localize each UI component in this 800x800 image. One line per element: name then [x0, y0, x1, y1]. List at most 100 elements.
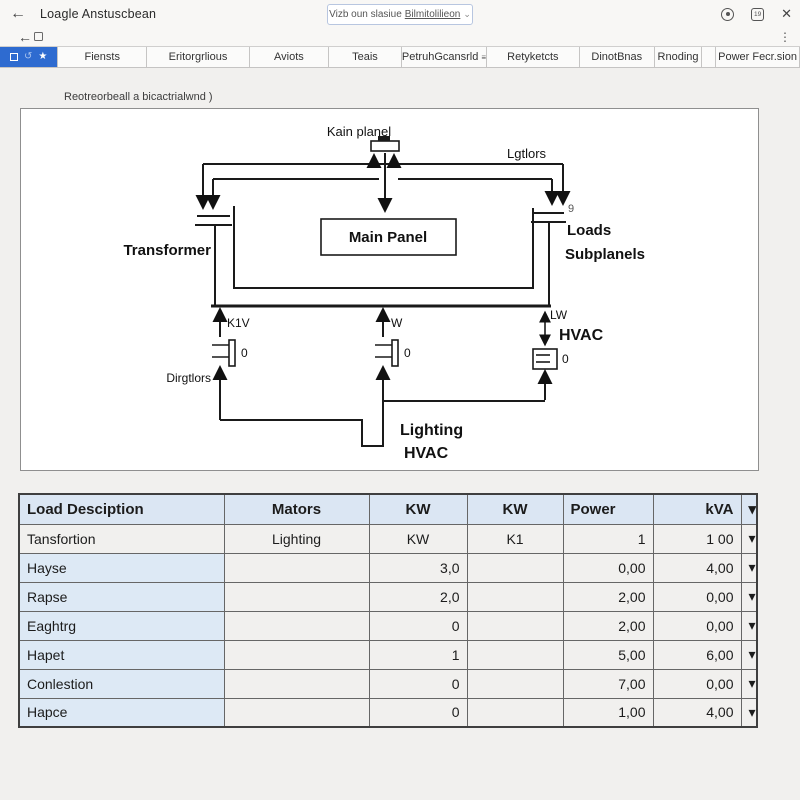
col-header-kva: kVA: [652, 493, 742, 525]
one-line-diagram: Kain planel Lgtlors Transformer Main Pan…: [123, 124, 645, 462]
nav-back-icon[interactable]: ←: [18, 29, 32, 45]
hvac-label: HVAC: [559, 327, 604, 344]
tab-teais[interactable]: Teais: [327, 47, 401, 67]
feeder-label: Lgtlors: [507, 146, 547, 161]
tap3-label: LW: [550, 308, 568, 322]
cell-kw2: [466, 697, 564, 728]
cell-kva: 4,00: [652, 697, 742, 728]
tab-petruhgcansrld[interactable]: PetruhGcansrld ≡: [400, 47, 486, 67]
tab-eritorgrlious[interactable]: Eritorgrlious: [146, 47, 249, 67]
close-icon[interactable]: ✕: [781, 6, 792, 21]
row-dropdown-icon[interactable]: ▾: [740, 581, 758, 612]
table-row: Conlestion 0 7,00 0,00 ▾: [18, 668, 758, 699]
cell-power: 2,00: [562, 610, 654, 641]
cell-motors: Lighting: [223, 523, 370, 554]
stop-square-icon[interactable]: [34, 32, 43, 41]
cell-desc: Eaghtrg: [18, 610, 225, 641]
ribbon-tabbar: ↺ ★ Fiensts Eritorgrlious Aviots Teais P…: [0, 46, 800, 68]
col-header-mators: Mators: [223, 493, 370, 525]
cell-kw2: [466, 581, 564, 612]
tab-label: Teais: [352, 51, 378, 63]
cell-kw2: K1: [466, 523, 564, 554]
cell-kw2: [466, 668, 564, 699]
cell-kw2: [466, 610, 564, 641]
content-area: Reotreorbeall a bicactrialwnd ): [0, 68, 800, 800]
tab-label: Retyketcts: [507, 51, 559, 63]
table-row: Eaghtrg 0 2,00 0,00 ▾: [18, 610, 758, 641]
cell-motors: [223, 668, 370, 699]
cell-desc: Conlestion: [18, 668, 225, 699]
cell-kva: 0,00: [652, 610, 742, 641]
one-line-diagram-panel: Kain planel Lgtlors Transformer Main Pan…: [20, 108, 759, 471]
cell-power: 5,00: [562, 639, 654, 670]
row-dropdown-icon[interactable]: ▾: [740, 523, 758, 554]
star-icon[interactable]: ★: [38, 51, 48, 62]
cell-kw2: [466, 552, 564, 583]
cell-motors: [223, 581, 370, 612]
cell-kw1: 3,0: [368, 552, 468, 583]
cell-motors: [223, 697, 370, 728]
row-dropdown-icon[interactable]: ▾: [740, 697, 758, 728]
tap2-label: W: [391, 316, 403, 330]
selected-tool-block[interactable]: ↺ ★: [0, 47, 58, 67]
col-header-load-desciption: Load Desciption: [18, 493, 225, 525]
tab-power-fecrsion[interactable]: Power Fecr.sion: [715, 47, 800, 67]
tab-blank[interactable]: [701, 47, 715, 67]
tab-aviots[interactable]: Aviots: [248, 47, 328, 67]
cell-kva: 6,00: [652, 639, 742, 670]
cell-desc: Hapet: [18, 639, 225, 670]
table-row: Hayse 3,0 0,00 4,00 ▾: [18, 552, 758, 583]
chevron-down-icon: ⌄: [463, 9, 471, 19]
select-rect-icon[interactable]: [9, 53, 18, 61]
undo-icon[interactable]: ↺: [23, 51, 33, 62]
tab-retyketcts[interactable]: Retyketcts: [485, 47, 579, 67]
tab-label: DinotBnas: [591, 51, 643, 63]
address-dropdown[interactable]: Vizb oun slasiue Bilmitolilieon ⌄: [327, 4, 473, 25]
tab-label: PetruhGcansrld: [401, 51, 479, 63]
table-header-row: Load Desciption Mators KW KW Power kVA ▾: [18, 493, 758, 525]
hvac-bottom-label: HVAC: [404, 445, 449, 462]
tab-label: Aviots: [274, 51, 304, 63]
tab-dinotbnas[interactable]: DinotBnas: [578, 47, 654, 67]
row-dropdown-icon[interactable]: ▾: [740, 610, 758, 641]
table-row: Hapet 1 5,00 6,00 ▾: [18, 639, 758, 670]
table-row: Tansfortion Lighting KW K1 1 1 00 ▾: [18, 523, 758, 554]
main-breaker-label: Kain planel: [327, 124, 391, 139]
cell-kw1: 0: [368, 668, 468, 699]
header-dropdown-icon[interactable]: ▾: [740, 493, 758, 525]
cell-kw1: 2,0: [368, 581, 468, 612]
cell-kw2: [466, 639, 564, 670]
record-icon[interactable]: [721, 7, 735, 21]
cell-motors: [223, 610, 370, 641]
row-dropdown-icon[interactable]: ▾: [740, 639, 758, 670]
table-row: Rapse 2,0 2,00 0,00 ▾: [18, 581, 758, 612]
cell-power: 0,00: [562, 552, 654, 583]
cell-desc: Rapse: [18, 581, 225, 612]
cell-power: 2,00: [562, 581, 654, 612]
address-text-underlined: Bilmitolilieon: [404, 9, 461, 20]
tab-count-icon[interactable]: 19: [751, 7, 765, 21]
col-header-kw2: KW: [466, 493, 564, 525]
title-bar: ← Loagle Anstuscbean Vizb oun slasiue Bi…: [0, 0, 800, 28]
cell-kva: 1 00: [652, 523, 742, 554]
col-header-kw1: KW: [368, 493, 468, 525]
tab-rnoding[interactable]: Rnoding: [653, 47, 701, 67]
kebab-menu-icon[interactable]: ⋮: [779, 30, 791, 44]
row-dropdown-icon[interactable]: ▾: [740, 668, 758, 699]
cell-motors: [223, 552, 370, 583]
tab-label: Fiensts: [84, 51, 120, 63]
row-dropdown-icon[interactable]: ▾: [740, 552, 758, 583]
tap1-zero: 0: [241, 346, 248, 360]
table-row: Hapce 0 1,00 4,00 ▾: [18, 697, 758, 728]
col-header-power: Power: [562, 493, 654, 525]
tap2-zero: 0: [404, 346, 411, 360]
cell-motors: [223, 639, 370, 670]
tab-fiensts[interactable]: Fiensts: [57, 47, 146, 67]
cell-desc: Tansfortion: [18, 523, 225, 554]
cell-kw1: KW: [368, 523, 468, 554]
back-icon[interactable]: ←: [10, 5, 26, 22]
cell-kva: 4,00: [652, 552, 742, 583]
lighting-label: Lighting: [400, 422, 463, 439]
cell-power: 7,00: [562, 668, 654, 699]
navigation-bar: ← ⋮: [0, 28, 800, 46]
